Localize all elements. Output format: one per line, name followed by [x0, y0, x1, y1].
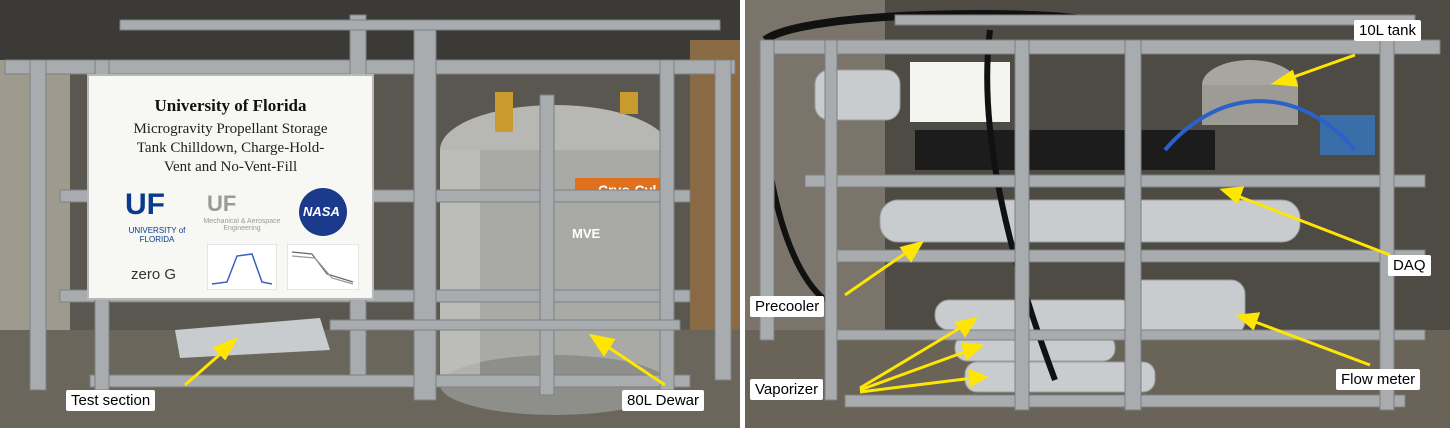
arrowhead-daq — [1219, 186, 1245, 205]
arrow-vaporizer-3 — [859, 376, 974, 394]
dewar-brand-text: MVE — [572, 226, 601, 241]
foil-main-line — [879, 199, 1301, 243]
arrowhead-dewar — [588, 333, 616, 357]
blue-valve-block — [1320, 115, 1375, 155]
callout-test-section: Test section — [66, 390, 156, 411]
arrow-vaporizer-1 — [859, 323, 966, 390]
right-photo-rig-back: 10L tank DAQ Precooler Flow meter Vapori… — [745, 0, 1450, 428]
uf-mae-logo-subtext: Mechanical & Aerospace Engineering — [203, 218, 281, 232]
arrow-flow-meter — [1249, 318, 1371, 367]
arrowhead-10l-tank — [1270, 69, 1299, 87]
uf-logo-subtext: UNIVERSITY of FLORIDA — [128, 226, 186, 244]
callout-flow-meter: Flow meter — [1336, 369, 1421, 390]
arrowhead-vaporizer-1 — [954, 316, 979, 338]
poster-chart-thumbnail-1 — [207, 244, 277, 290]
poster-subtitle-line-1: Microgravity Propellant Storage — [133, 121, 328, 137]
callout-arrows-left — [184, 333, 666, 387]
arrowhead-flow-meter — [1235, 312, 1261, 331]
poster-chart-thumbnail-2 — [287, 244, 359, 290]
foil-pipes — [814, 69, 1301, 393]
callout-daq: DAQ — [1388, 255, 1431, 276]
callout-arrows-right — [844, 53, 1391, 394]
callout-vaporizer: Vaporizer — [750, 379, 824, 400]
arrowhead-test-section — [212, 337, 239, 361]
poster-subtitle-line-3: Vent and No-Vent-Fill — [163, 159, 298, 175]
daq-rack — [915, 130, 1215, 170]
arrow-daq — [1234, 193, 1391, 257]
dewar-valve — [495, 92, 513, 132]
arrow-vaporizer-2 — [859, 348, 971, 392]
arrow-dewar — [604, 343, 666, 387]
workshop-ceiling-clutter — [0, 0, 740, 70]
arrowhead-vaporizer-2 — [960, 342, 985, 361]
right-photo-scene — [745, 0, 1450, 428]
arrow-precooler — [844, 248, 911, 297]
arrowhead-vaporizer-3 — [968, 368, 989, 388]
80l-dewar: Cryo-Cyl MVE — [440, 92, 670, 415]
foil-flow-meter — [1124, 279, 1246, 336]
research-poster: University of Florida Microgravity Prope… — [87, 74, 374, 300]
poster-subtitle-line-2: Tank Chilldown, Charge-Hold- — [136, 140, 325, 156]
black-hose-vertical — [984, 29, 1058, 382]
nasa-logo: NASA — [299, 188, 347, 236]
arrowhead-precooler — [899, 240, 925, 263]
callout-10l-tank: 10L tank — [1354, 20, 1421, 41]
nasa-logo-text: NASA — [303, 204, 340, 219]
blue-cable — [1163, 99, 1357, 152]
aluminum-frame-right — [759, 14, 1441, 411]
arrow-test-section — [184, 348, 226, 387]
arrow-10l-tank — [1284, 53, 1356, 82]
foil-vaporizer-3 — [964, 361, 1156, 393]
callout-80l-dewar: 80L Dewar — [622, 390, 704, 411]
zero-g-logo: zero G — [131, 266, 177, 283]
poster-title: University of Florida — [154, 96, 307, 115]
callout-precooler: Precooler — [750, 296, 825, 317]
handwritten-note — [910, 62, 1010, 122]
uf-logo: UF — [125, 188, 165, 221]
left-photo-test-rig: Cryo-Cyl MVE — [0, 0, 740, 428]
dewar-valve-2 — [620, 92, 638, 114]
uf-mae-logo: UF — [207, 191, 237, 216]
